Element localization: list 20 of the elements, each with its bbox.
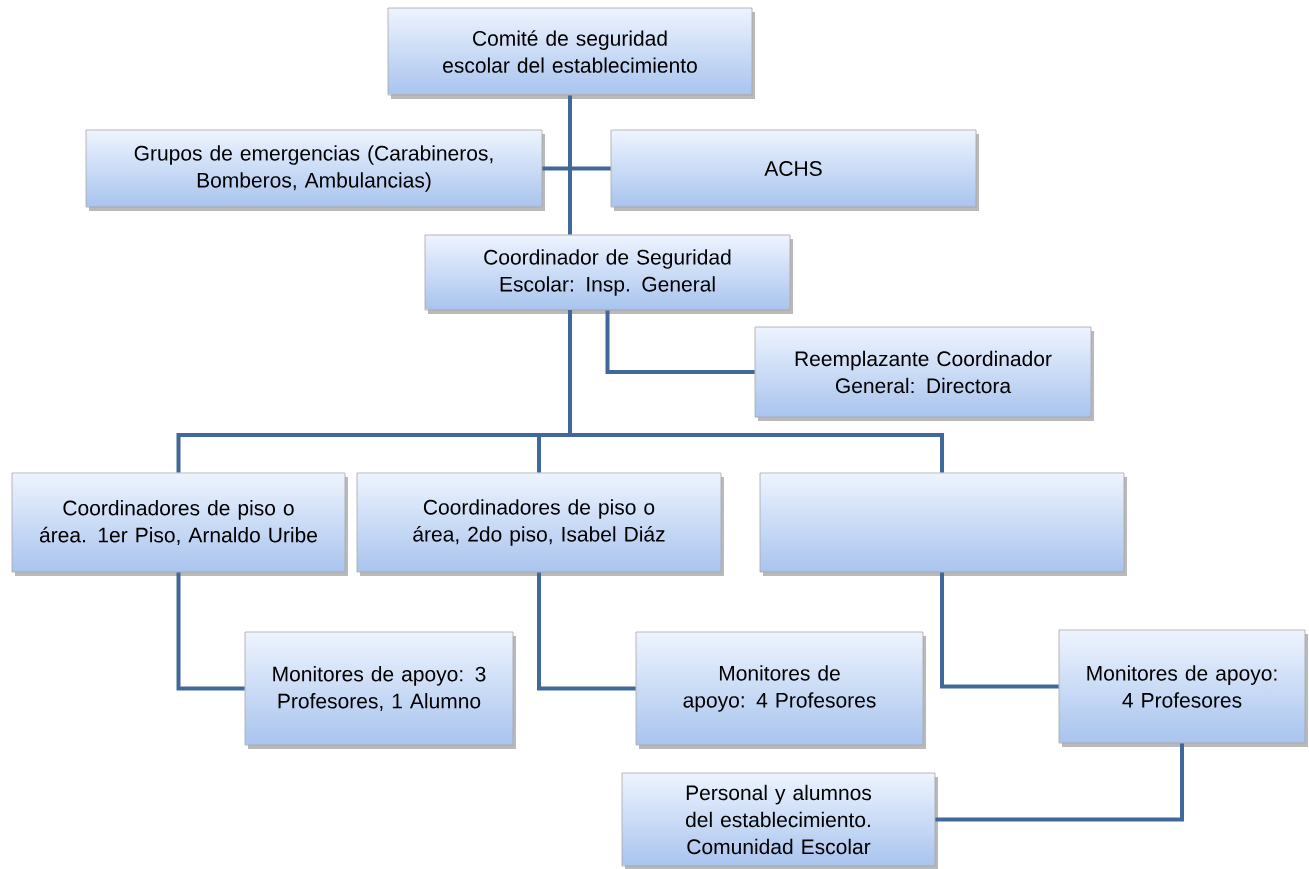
- connector-line: [176, 572, 245, 691]
- connector-line: [568, 310, 944, 473]
- connector-line: [542, 166, 611, 171]
- empty-box: [759, 472, 1127, 576]
- connector-line: [568, 95, 572, 235]
- org-box: Coordinador de Seguridad Escolar: Insp. General: [424, 234, 793, 314]
- org-box: Reemplazante Coordinador General: Directora: [754, 326, 1094, 421]
- org-box: Monitores de apoyo: 4 Profesores: [1058, 629, 1308, 747]
- org-box: Comité de seguridad escolar del establecimiento: [387, 7, 755, 99]
- connector-line: [605, 310, 755, 374]
- org-box: Monitores de apoyo: 3 Profesores, 1 Alumno: [244, 631, 516, 749]
- org-box: ACHS: [610, 129, 979, 211]
- org-box: Grupos de emergencias (Carabineros, Bomberos, Ambulancias): [85, 129, 545, 211]
- connector-line: [940, 572, 1059, 689]
- connector-line: [537, 572, 636, 691]
- connector-line: [935, 743, 1184, 822]
- org-box: Coordinadores de piso o área, 2do piso, Isabel Diáz: [356, 472, 724, 576]
- org-box: Coordinadores de piso o área. 1er Piso, Arnaldo Uribe: [11, 472, 348, 576]
- org-box: Personal y alumnos del establecimiento. Comunidad Escolar: [621, 772, 938, 869]
- org-box: Monitores de apoyo: 4 Profesores: [635, 631, 926, 749]
